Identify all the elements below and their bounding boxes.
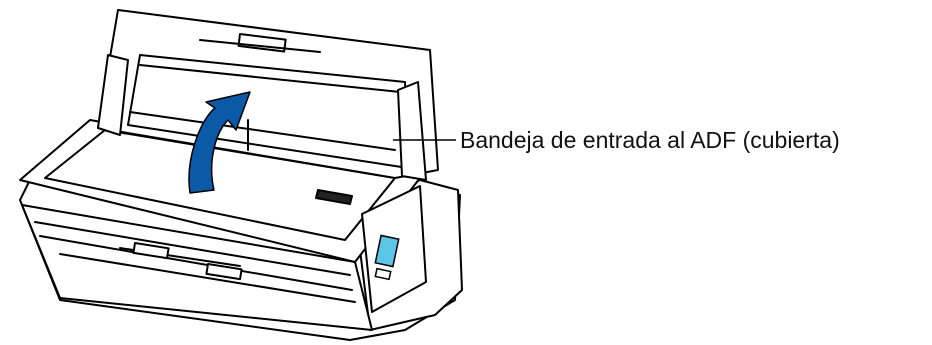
left-paper-guide xyxy=(97,54,129,136)
right-paper-guide xyxy=(397,81,427,181)
adf-tray xyxy=(97,9,439,205)
callout-label: Bandeja de entrada al ADF (cubierta) xyxy=(460,127,840,153)
scanner-display-panel xyxy=(374,234,400,268)
curved-arrow-open-icon xyxy=(188,91,251,194)
scanner-button xyxy=(374,267,392,281)
scanner-illustration xyxy=(19,119,463,341)
scanner-front-face xyxy=(21,204,373,331)
adf-tray-inner xyxy=(127,54,409,169)
